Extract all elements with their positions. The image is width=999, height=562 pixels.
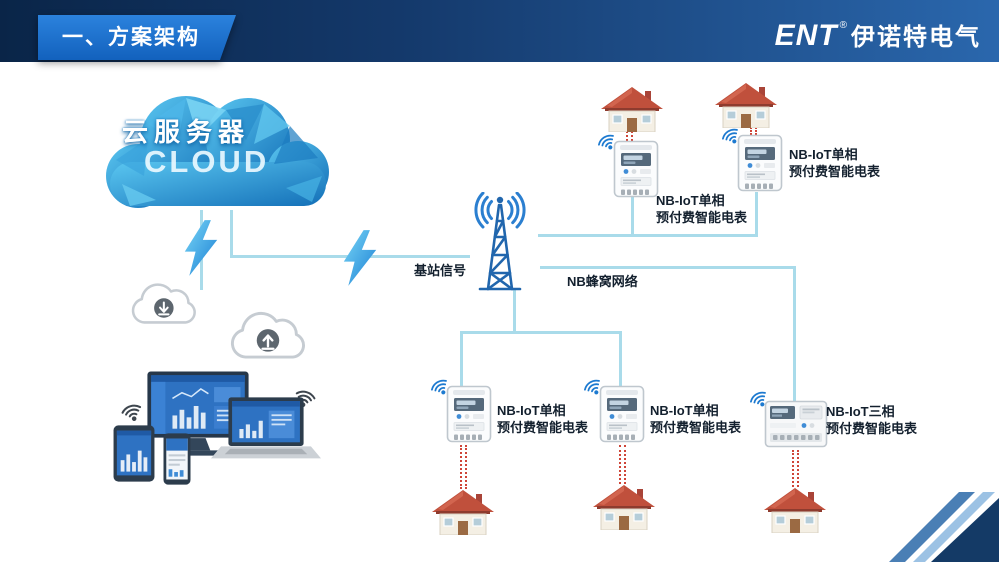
meter-label-line1: NB-IoT单相 (497, 403, 566, 418)
cloud-icon (106, 96, 329, 208)
nb-cellular-network-label: NB蜂窝网络 (567, 274, 638, 289)
connector-line (755, 192, 758, 237)
logo-company-name: 伊诺特电气 (851, 24, 981, 51)
base-station-label: 基站信号 (414, 263, 467, 278)
meter-label: NB-IoT单相 预付费智能电表 (656, 193, 747, 227)
cloud-server-graphic: 云服务器 CLOUD (86, 80, 338, 222)
meter-label-line2: 预付费智能电表 (826, 420, 918, 436)
smart-meter-icon (599, 385, 645, 443)
upload-cloud-icon (222, 308, 312, 367)
smart-meter-icon (737, 134, 783, 192)
connector-line (540, 266, 796, 269)
meter-label-line2: 预付费智能电表 (497, 419, 589, 435)
house-icon (763, 487, 827, 533)
logo-registered-mark: ® (839, 20, 847, 31)
meter-label-line2: 预付费智能电表 (650, 419, 742, 435)
power-wire (619, 445, 626, 484)
meter-unit (737, 134, 783, 192)
meter-unit (764, 400, 828, 448)
house-icon (431, 489, 495, 535)
meter-label: NB-IoT单相 预付费智能电表 (650, 403, 741, 437)
logo-brand-text: ENT (774, 19, 838, 52)
lightning-bolt-icon (183, 220, 219, 276)
connector-line (513, 288, 516, 334)
house-icon (600, 86, 664, 132)
connector-line (460, 331, 622, 334)
meter-unit (446, 385, 492, 443)
brand-logo: ENT ® 伊诺特电气 (775, 17, 981, 53)
connector-line (460, 331, 463, 387)
meter-unit (599, 385, 645, 443)
base-station-tower-icon (452, 192, 548, 296)
power-wire (792, 450, 799, 487)
meter-label-line1: NB-IoT单相 (650, 403, 719, 418)
connector-line (538, 234, 758, 237)
meter-label-line2: 预付费智能电表 (789, 163, 881, 179)
cloud-server-title: 云服务器 (122, 117, 251, 147)
meter-label-line1: NB-IoT单相 (656, 193, 725, 208)
title-banner: 一、方案架构 (38, 15, 236, 60)
smart-meter-icon (446, 385, 492, 443)
connector-line (230, 210, 233, 258)
meter-label-line1: NB-IoT单相 (789, 147, 858, 162)
laptop-icon (210, 396, 322, 462)
meter-label-line2: 预付费智能电表 (656, 209, 748, 225)
cloud-server-subtitle: CLOUD (144, 144, 270, 179)
smart-meter-three-phase-icon (764, 400, 828, 448)
connector-line (793, 266, 796, 402)
meter-label: NB-IoT单相 预付费智能电表 (789, 147, 880, 181)
tablet-icon (112, 424, 156, 483)
power-wire (460, 445, 467, 489)
connector-line (619, 331, 622, 387)
meter-label-line1: NB-IoT三相 (826, 404, 895, 419)
connector-line (631, 196, 634, 237)
meter-label: NB-IoT单相 预付费智能电表 (497, 403, 588, 437)
power-wire (750, 127, 757, 135)
house-icon (592, 484, 656, 530)
smart-meter-icon (613, 140, 659, 198)
lightning-bolt-icon (342, 230, 378, 286)
corner-decoration (889, 492, 999, 562)
phone-icon (162, 432, 192, 486)
page-title: 一、方案架构 (38, 15, 236, 60)
download-cloud-icon (124, 280, 202, 331)
meter-unit (613, 140, 659, 198)
house-icon (714, 82, 778, 128)
wifi-signal-icon (117, 399, 146, 425)
power-wire (626, 131, 633, 141)
meter-label: NB-IoT三相 预付费智能电表 (826, 404, 917, 438)
